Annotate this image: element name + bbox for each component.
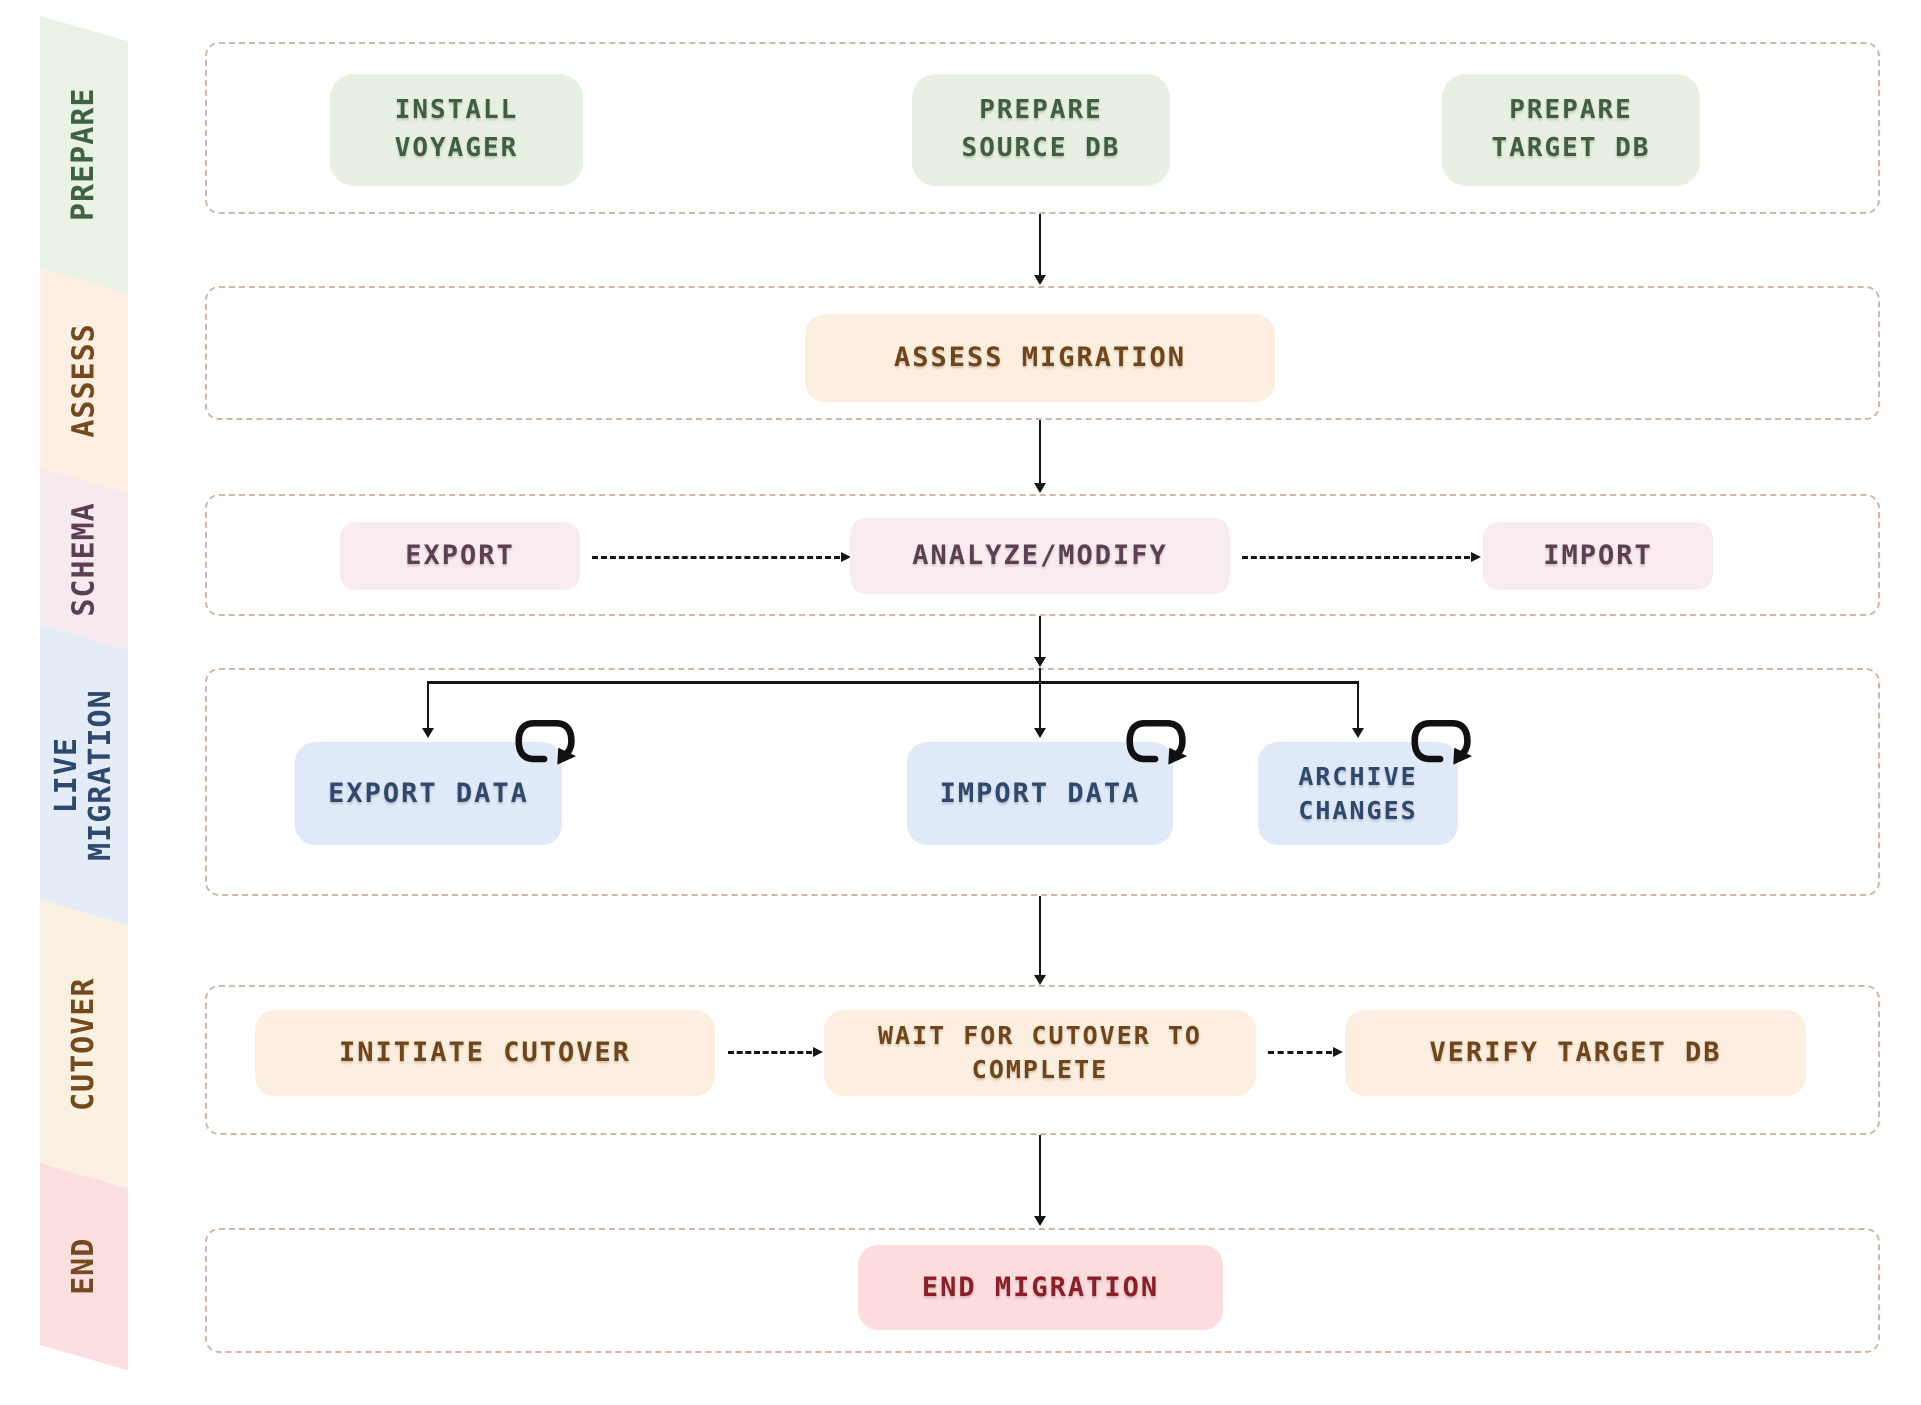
sidebar-stage-prepare: PREPARE: [40, 16, 128, 294]
loop-icon: [1411, 719, 1473, 765]
node-archive-changes-label: ARCHIVE CHANGES: [1298, 761, 1418, 825]
sidebar-stage-live-migration: LIVE MIGRATION: [40, 625, 128, 926]
stage-label-live-migration: LIVE MIGRATION: [49, 689, 118, 861]
node-assess-migration: ASSESS MIGRATION: [805, 314, 1275, 402]
node-analyze-modify: ANALYZE/MODIFY: [850, 518, 1230, 594]
arrow-live-to-cutover: [1034, 896, 1046, 985]
node-export-data-label: EXPORT DATA: [328, 777, 529, 809]
node-analyze-modify-label: ANALYZE/MODIFY: [912, 540, 1168, 572]
node-export-data: EXPORT DATA: [295, 742, 562, 845]
node-prepare-target-db-label: PREPARE TARGET DB: [1491, 95, 1651, 163]
node-import-label: IMPORT: [1543, 540, 1653, 572]
node-initiate-cutover: INITIATE CUTOVER: [255, 1010, 715, 1096]
node-wait-for-cutover: WAIT FOR CUTOVER TO COMPLETE: [824, 1010, 1256, 1096]
node-export: EXPORT: [340, 522, 580, 590]
sidebar-stage-cutover: CUTOVER: [40, 900, 128, 1189]
branch-stub: [1039, 668, 1041, 681]
node-end-migration-label: END MIGRATION: [921, 1271, 1160, 1303]
node-import: IMPORT: [1483, 522, 1713, 590]
arrow-export-to-analyze: [592, 552, 851, 562]
arrow-initiate-to-wait: [728, 1047, 823, 1057]
stage-label-prepare: PREPARE: [66, 87, 102, 222]
node-verify-target-db-label: VERIFY TARGET DB: [1429, 1037, 1722, 1069]
node-end-migration: END MIGRATION: [858, 1245, 1223, 1330]
loop-icon: [515, 719, 577, 765]
node-install-voyager: INSTALL VOYAGER: [330, 74, 583, 186]
branch-horizontal-line: [427, 681, 1359, 684]
node-verify-target-db: VERIFY TARGET DB: [1345, 1010, 1806, 1096]
node-export-label: EXPORT: [405, 540, 515, 572]
arrow-analyze-to-import: [1242, 552, 1481, 562]
sidebar-stage-schema: SCHEMA: [40, 468, 128, 651]
arrow-prepare-to-assess: [1034, 214, 1046, 285]
node-import-data-label: IMPORT DATA: [939, 777, 1141, 809]
sidebar-stage-assess: ASSESS: [40, 268, 128, 494]
node-install-voyager-label: INSTALL VOYAGER: [394, 95, 519, 163]
node-prepare-source-db-label: PREPARE SOURCE DB: [961, 95, 1121, 163]
node-assess-migration-label: ASSESS MIGRATION: [893, 342, 1187, 374]
node-import-data: IMPORT DATA: [907, 742, 1173, 845]
node-initiate-cutover-label: INITIATE CUTOVER: [338, 1037, 632, 1069]
arrow-branch-to-archive: [1352, 681, 1364, 738]
sidebar-stage-end: END: [40, 1163, 128, 1371]
stage-label-cutover: CUTOVER: [66, 977, 102, 1111]
node-prepare-source-db: PREPARE SOURCE DB: [912, 74, 1170, 186]
arrow-branch-to-import-data: [1034, 681, 1046, 738]
stage-label-assess: ASSESS: [66, 323, 102, 438]
stage-label-end: END: [66, 1238, 102, 1296]
loop-icon: [1126, 719, 1188, 765]
arrow-assess-to-schema: [1034, 420, 1046, 493]
node-wait-for-cutover-label: WAIT FOR CUTOVER TO COMPLETE: [878, 1021, 1202, 1084]
stage-label-schema: SCHEMA: [66, 501, 102, 617]
node-prepare-target-db: PREPARE TARGET DB: [1442, 74, 1700, 186]
arrow-cutover-to-end: [1034, 1135, 1046, 1226]
arrow-schema-to-live: [1034, 616, 1046, 667]
arrow-wait-to-verify: [1268, 1047, 1343, 1057]
arrow-branch-to-export-data: [422, 681, 434, 738]
